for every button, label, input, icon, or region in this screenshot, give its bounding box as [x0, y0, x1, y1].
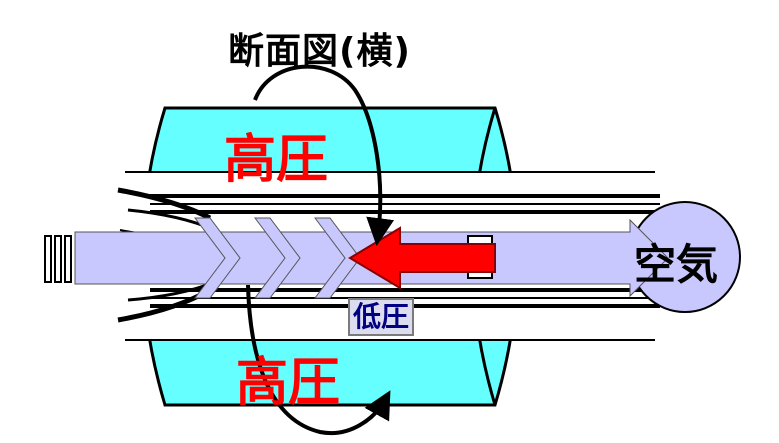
high-pressure-bottom-label: 高圧	[236, 353, 341, 413]
low-pressure-label: 低圧	[348, 298, 415, 336]
air-label: 空気	[634, 240, 719, 289]
high-pressure-top-label: 高圧	[224, 130, 329, 190]
inlet-stub	[44, 235, 72, 283]
curved-rotation-arrow-icon	[246, 64, 395, 436]
diagram-title: 断面図(横)	[228, 31, 411, 72]
